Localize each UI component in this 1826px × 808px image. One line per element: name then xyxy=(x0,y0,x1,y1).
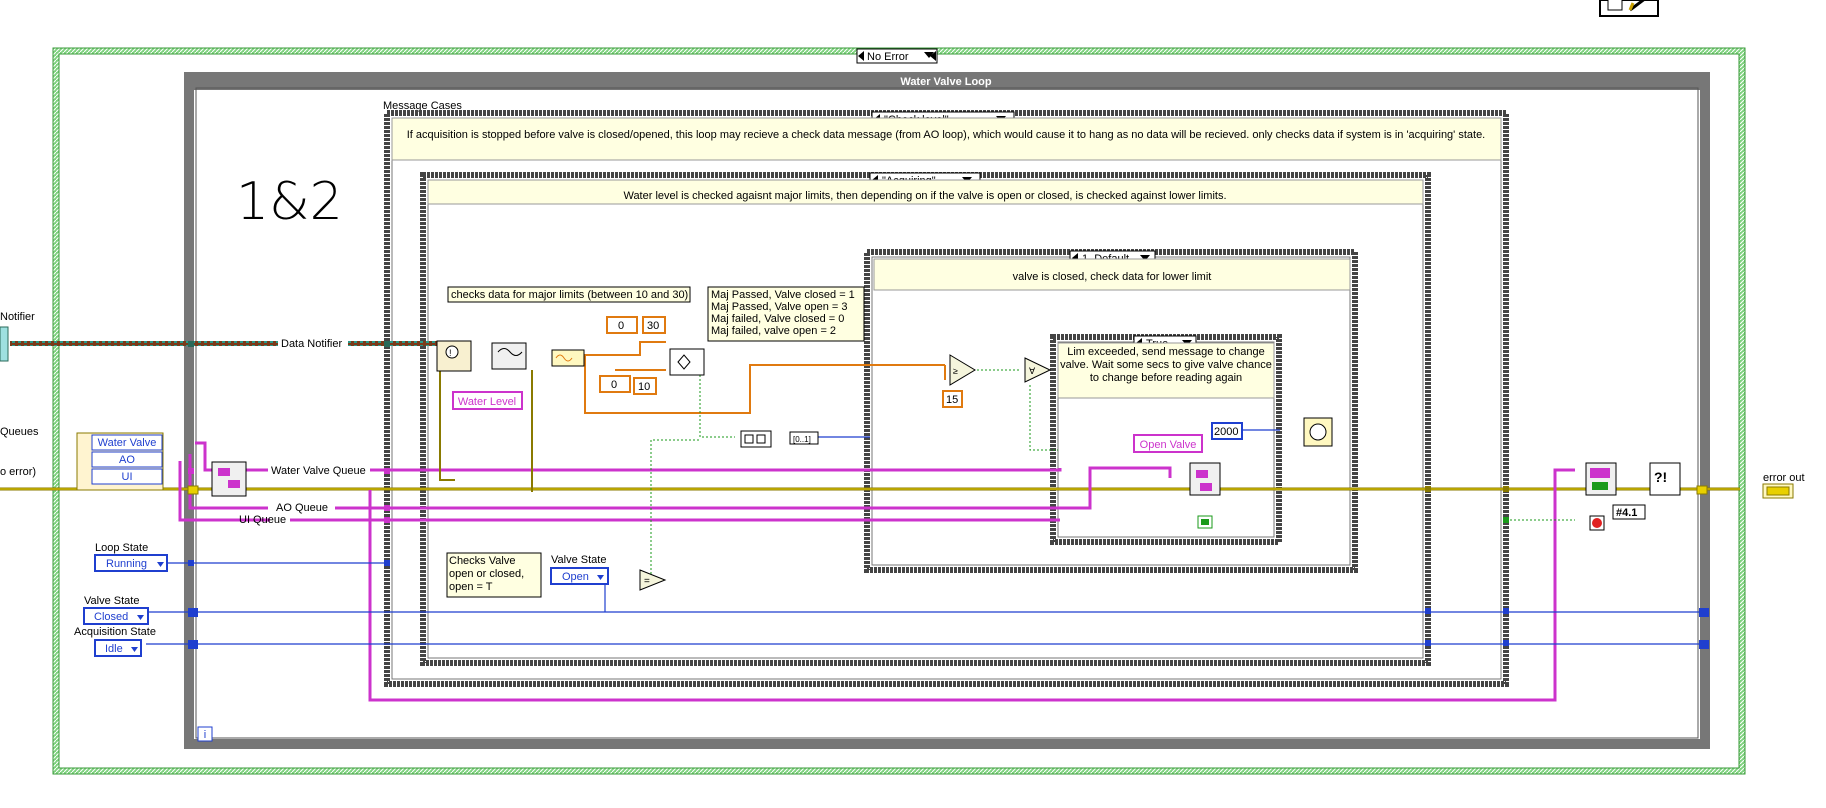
valve-state-left-value: Closed xyxy=(94,611,128,623)
enum-wires xyxy=(146,429,1706,645)
release-queue-node[interactable] xyxy=(1585,462,1617,496)
svg-text:15: 15 xyxy=(946,394,958,406)
major-limits-comment: checks data for major limits (between 10… xyxy=(447,286,691,303)
wait-ms-node[interactable] xyxy=(1303,417,1333,447)
check-level-comment: If acquisition is stopped before valve i… xyxy=(391,117,1502,161)
notifier-edge-label: Notifier xyxy=(0,311,35,323)
error-code-constant: #4.1 xyxy=(1612,504,1646,520)
svg-text:=: = xyxy=(644,576,650,587)
true-case-comment: Lim exceeded, send message to change val… xyxy=(1057,342,1275,399)
error-node[interactable]: ?! xyxy=(1649,462,1681,496)
water-level-indicator: Water Level xyxy=(452,391,523,410)
queue-cluster[interactable]: Water Valve AO UI xyxy=(76,432,164,491)
const-wait-ms[interactable]: 2000 xyxy=(1211,422,1243,440)
default-case-comment-text: valve is closed, check data for lower li… xyxy=(1013,271,1212,283)
svg-text:i: i xyxy=(204,729,206,741)
notifier-control[interactable] xyxy=(0,326,9,362)
const-lower-limit[interactable]: 10 xyxy=(633,377,657,395)
index-node[interactable] xyxy=(551,349,585,367)
acq-state-control[interactable]: Idle xyxy=(94,639,142,657)
true-constant[interactable] xyxy=(1197,515,1213,529)
outer-case-selector-label: No Error xyxy=(867,51,909,63)
svg-text:2000: 2000 xyxy=(1214,426,1238,438)
enqueue-node-true[interactable] xyxy=(1189,462,1221,496)
while-loop xyxy=(184,72,1710,749)
svg-text:#4.1: #4.1 xyxy=(1616,507,1637,519)
acquiring-comment: Water level is checked agaisnt major lim… xyxy=(427,179,1424,205)
get-waveform-node[interactable] xyxy=(491,342,527,370)
loop-state-label: Loop State xyxy=(95,542,148,554)
checks-valve-comment: Checks Valve open or closed, open = T xyxy=(446,552,542,598)
svg-text:?!: ?! xyxy=(1654,469,1667,485)
valve-state-inner-constant[interactable]: Open xyxy=(550,567,609,585)
bool-array-node[interactable] xyxy=(740,430,772,448)
default-case-comment: valve is closed, check data for lower li… xyxy=(873,258,1351,291)
result-code-2: Maj Passed, Valve open = 3 xyxy=(711,301,847,313)
valve-state-left-control[interactable]: Closed xyxy=(83,607,149,625)
outer-case-selector[interactable]: No Error xyxy=(856,48,938,64)
water-valve-queue-label: Water Valve Queue xyxy=(271,465,366,477)
data-notifier-wire xyxy=(10,341,440,346)
data-notifier-label: Data Notifier xyxy=(281,338,342,350)
stop-button-node[interactable] xyxy=(1589,515,1605,531)
wait-notification-node[interactable]: ! xyxy=(436,340,472,372)
svg-text:0: 0 xyxy=(618,320,624,332)
true-case-comment-text: Lim exceeded, send message to change val… xyxy=(1060,346,1272,384)
and-node[interactable]: ∀ xyxy=(1024,357,1052,383)
acquiring-comment-text: Water level is checked agaisnt major lim… xyxy=(623,190,1226,202)
loop-title: Water Valve Loop xyxy=(900,76,992,88)
acq-state-value: Idle xyxy=(105,643,123,655)
svg-text:10: 10 xyxy=(638,381,650,393)
svg-text:≥: ≥ xyxy=(953,366,958,376)
const-upper-limit[interactable]: 30 xyxy=(642,316,666,334)
enqueue-node-left[interactable] xyxy=(211,461,247,497)
error-out-indicator xyxy=(1762,483,1794,499)
ui-queue-label: UI Queue xyxy=(239,514,286,526)
valve-state-inner-label: Valve State xyxy=(551,554,606,566)
message-cases-label: Message Cases xyxy=(383,100,462,112)
error-in-edge-label: o error) xyxy=(0,466,36,478)
greater-equal-node[interactable]: ≥ xyxy=(949,354,976,386)
acq-state-label: Acquisition State xyxy=(74,626,156,638)
valve-state-inner-value: Open xyxy=(562,571,589,583)
in-range-node[interactable] xyxy=(669,348,705,376)
array-to-number-node[interactable]: [0..1] xyxy=(789,431,819,445)
major-limits-comment-text: checks data for major limits (between 10… xyxy=(451,289,688,301)
result-code-3: Maj failed, Valve closed = 0 xyxy=(711,313,844,325)
queues-edge-label: Queues xyxy=(0,426,39,438)
vi-icon xyxy=(1599,0,1659,17)
svg-text:0: 0 xyxy=(611,379,617,391)
queue-item-ui: UI xyxy=(122,471,133,483)
valve-state-left-label: Valve State xyxy=(84,595,139,607)
ao-queue-label: AO Queue xyxy=(276,502,328,514)
error-out-label: error out xyxy=(1763,472,1805,484)
result-codes-comment: Maj Passed, Valve closed = 1 Maj Passed,… xyxy=(707,286,865,342)
queue-item-water-valve: Water Valve xyxy=(98,437,157,449)
queue-item-ao: AO xyxy=(119,454,135,466)
svg-text:[0..1]: [0..1] xyxy=(793,435,811,444)
checks-valve-comment-text: Checks Valve open or closed, open = T xyxy=(449,555,525,593)
check-level-comment-text: If acquisition is stopped before valve i… xyxy=(407,129,1486,141)
bool-wires xyxy=(650,369,1575,578)
svg-text:∀: ∀ xyxy=(1029,366,1036,376)
loop-state-control[interactable]: Running xyxy=(94,554,168,572)
const-valve-threshold[interactable]: 15 xyxy=(942,390,963,408)
equal-node[interactable]: = xyxy=(639,569,667,591)
iteration-terminal: i xyxy=(197,726,213,742)
result-code-1: Maj Passed, Valve closed = 1 xyxy=(711,289,855,301)
handwritten-note: 1&2 xyxy=(236,172,343,232)
loop-state-value: Running xyxy=(106,558,147,570)
tunnels xyxy=(187,341,1709,649)
refnum-wires xyxy=(439,358,533,492)
result-code-4: Maj failed, valve open = 2 xyxy=(711,325,836,337)
open-valve-label: Open Valve xyxy=(1140,439,1197,451)
svg-text:30: 30 xyxy=(647,320,659,332)
svg-text:!: ! xyxy=(449,348,452,358)
open-valve-constant[interactable]: Open Valve xyxy=(1133,434,1203,453)
const-zero-b[interactable]: 0 xyxy=(599,375,631,393)
water-level-label: Water Level xyxy=(458,396,516,408)
const-zero-a[interactable]: 0 xyxy=(606,316,638,334)
queue-wires xyxy=(178,441,1575,702)
